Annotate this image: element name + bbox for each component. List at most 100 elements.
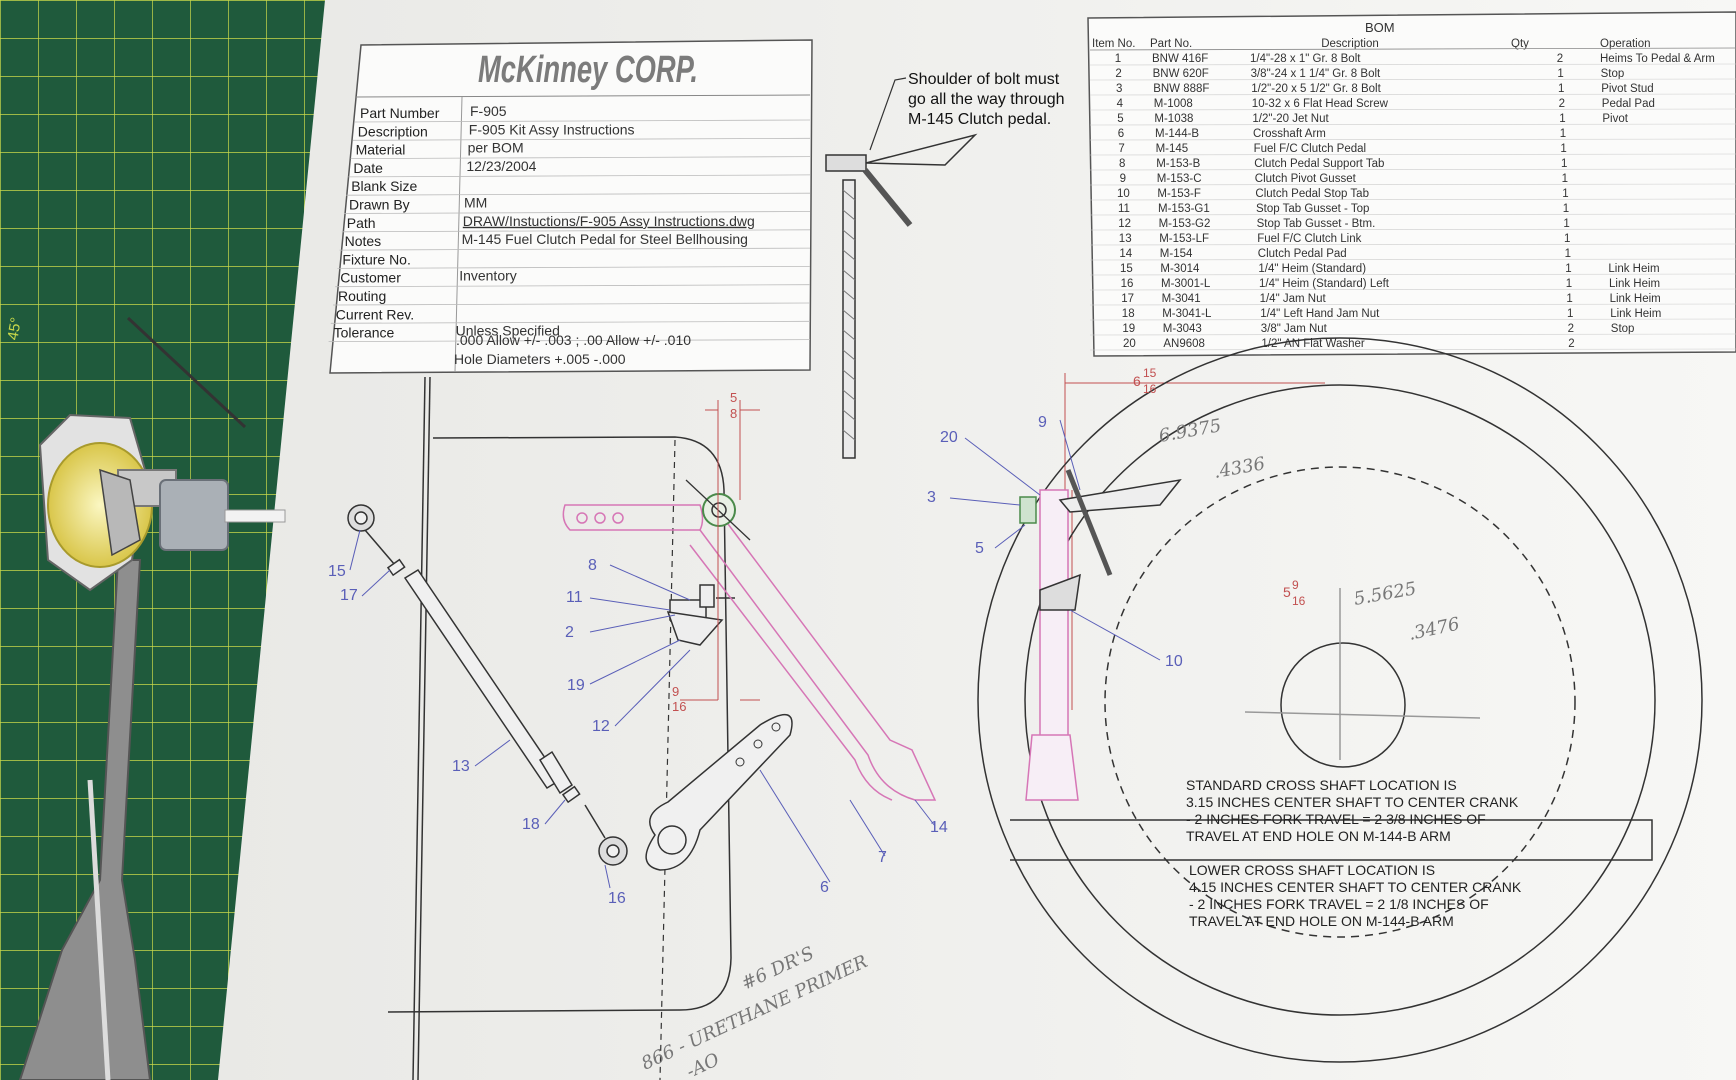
part-callout: 16: [608, 890, 626, 907]
bom-cell: 1/4" Heim (Standard): [1258, 263, 1366, 275]
title-block-value: M-145 Fuel Clutch Pedal for Steel Bellho…: [462, 231, 748, 247]
tolerance-line-2: .000 Allow +/- .003 ; .00 Allow +/- .010: [456, 332, 691, 348]
bom-cell: 15: [1120, 263, 1133, 275]
bom-cell: 16: [1121, 278, 1134, 290]
part-callout: 7: [878, 849, 887, 866]
title-block-label: Drawn By: [349, 197, 410, 213]
bom-cell: Clutch Pivot Gusset: [1255, 173, 1357, 185]
title-block-label: Routing: [338, 288, 386, 304]
bom-cell: 1/2"-20 Jet Nut: [1252, 113, 1329, 125]
title-block-label: Part Number: [360, 105, 440, 121]
bom-cell: 13: [1119, 233, 1132, 245]
bom-cell: Clutch Pedal Stop Tab: [1255, 188, 1369, 200]
title-block-value: F-905: [470, 103, 507, 119]
bom-cell: 10: [1117, 188, 1130, 200]
bom-cell: 4: [1117, 98, 1124, 110]
bom-header-cell: Description: [1321, 38, 1379, 50]
bom-cell: 11: [1118, 203, 1130, 215]
part-callout: 20: [940, 429, 958, 446]
bom-cell: Link Heim: [1609, 278, 1660, 290]
bom-cell: 1/2"-20 x 5 1/2" Gr. 8 Bolt: [1251, 83, 1381, 95]
title-block-label: Notes: [345, 233, 382, 249]
bom-cell: AN9608: [1163, 338, 1205, 350]
title-block-value: MM: [464, 195, 487, 211]
cross-shaft-note-line: - 2 INCHES FORK TRAVEL = 2 1/8 INCHES OF: [1189, 896, 1489, 912]
bom-cell: Pivot Stud: [1601, 83, 1653, 95]
bom-cell: Stop Tab Gusset - Top: [1256, 203, 1369, 215]
title-block-value: DRAW/Instuctions/F-905 Assy Instructions…: [463, 213, 755, 229]
cross-shaft-note-line: 4.15 INCHES CENTER SHAFT TO CENTER CRANK: [1189, 879, 1522, 895]
bom-cell: 1: [1562, 188, 1568, 200]
bom-cell: 7: [1118, 143, 1124, 155]
dim-mid-left-num: 9: [672, 684, 679, 699]
bom-cell: Link Heim: [1610, 293, 1661, 305]
part-callout: 3: [927, 489, 936, 506]
clutch-link-rod: [347, 504, 628, 866]
bom-cell: M-153-G1: [1158, 203, 1210, 215]
title-block-label: Tolerance: [334, 325, 395, 341]
bom-header-cell: Operation: [1600, 38, 1651, 50]
bom-cell: M-1008: [1154, 98, 1193, 110]
cross-shaft-note-line: TRAVEL AT END HOLE ON M-144-B ARM: [1189, 913, 1454, 929]
bom-cell: 10-32 x 6 Flat Head Screw: [1252, 98, 1389, 110]
bom-cell: 1: [1115, 53, 1121, 65]
part-callout: 15: [328, 563, 346, 580]
bom-cell: M-3001-L: [1161, 278, 1211, 290]
bom-cell: 1/2" AN Flat Washer: [1261, 338, 1365, 350]
bom-cell: 1/4" Heim (Standard) Left: [1259, 278, 1390, 290]
shoulder-note-line-1: Shoulder of bolt must: [908, 71, 1060, 88]
title-block-value: F-905 Kit Assy Instructions: [469, 121, 635, 137]
bom-cell: 1: [1563, 203, 1569, 215]
bom-cell: 1/4" Jam Nut: [1260, 293, 1327, 305]
small-rod: [126, 316, 247, 429]
bom-cell: BNW 620F: [1153, 68, 1209, 80]
bom-cell: 1: [1566, 278, 1572, 290]
bom-cell: Crosshaft Arm: [1253, 128, 1326, 140]
dim-vertical-whole: 5: [1283, 584, 1291, 600]
part-callout: 18: [522, 816, 540, 833]
part-callout: 10: [1165, 653, 1183, 670]
bom-cell: 5: [1117, 113, 1123, 125]
bom-cell: 3/8" Jam Nut: [1261, 323, 1328, 335]
part-callout: 12: [592, 718, 610, 735]
white-shaft: [224, 509, 286, 523]
bom-cell: M-153-C: [1157, 173, 1202, 185]
title-block-label: Customer: [340, 270, 401, 286]
dim-vertical-num: 9: [1292, 578, 1299, 592]
bom-cell: M-3014: [1160, 263, 1200, 275]
title-block-label: Blank Size: [351, 178, 417, 194]
bom-cell: 9: [1120, 173, 1126, 185]
bom-cell: 1: [1567, 308, 1573, 320]
bom-cell: 20: [1123, 338, 1136, 350]
bom-cell: 2: [1115, 68, 1121, 80]
clutch-pedal-pink: [562, 504, 937, 801]
title-block-value: per BOM: [468, 140, 524, 156]
dim-top-right-den: 16: [1143, 382, 1157, 396]
pedal-arm-model: [18, 559, 152, 1080]
cross-shaft-note-line: TRAVEL AT END HOLE ON M-144-B ARM: [1186, 828, 1451, 844]
model-pedal-assembly: [18, 316, 286, 1080]
mckinney-logo: McKinney CORP.: [478, 49, 698, 91]
bellhousing-outer-circle: [977, 337, 1703, 1063]
bom-cell: 1/4" Left Hand Jam Nut: [1260, 308, 1380, 320]
bom-cell: 1: [1562, 173, 1568, 185]
shoulder-note-line-2: go all the way through: [908, 91, 1065, 108]
mat-angle-marking: 45°: [4, 316, 25, 341]
bom-cell: 14: [1119, 248, 1132, 260]
bom-cell: 1: [1563, 218, 1569, 230]
bom-cell: 2: [1559, 98, 1565, 110]
part-callout: 11: [566, 589, 583, 606]
bom-cell: Fuel F/C Clutch Pedal: [1254, 143, 1367, 155]
bom-cell: Heims To Pedal & Arm: [1600, 53, 1715, 65]
bom-cell: 17: [1121, 293, 1134, 305]
bom-cell: Link Heim: [1608, 263, 1659, 275]
bom-cell: 1: [1557, 68, 1563, 80]
bom-cell: M-3043: [1163, 323, 1202, 335]
bom-cell: 3/8"-24 x 1 1/4" Gr. 8 Bolt: [1251, 68, 1381, 80]
bolt-detail-view: [825, 133, 978, 459]
part-callout: 19: [567, 677, 585, 694]
